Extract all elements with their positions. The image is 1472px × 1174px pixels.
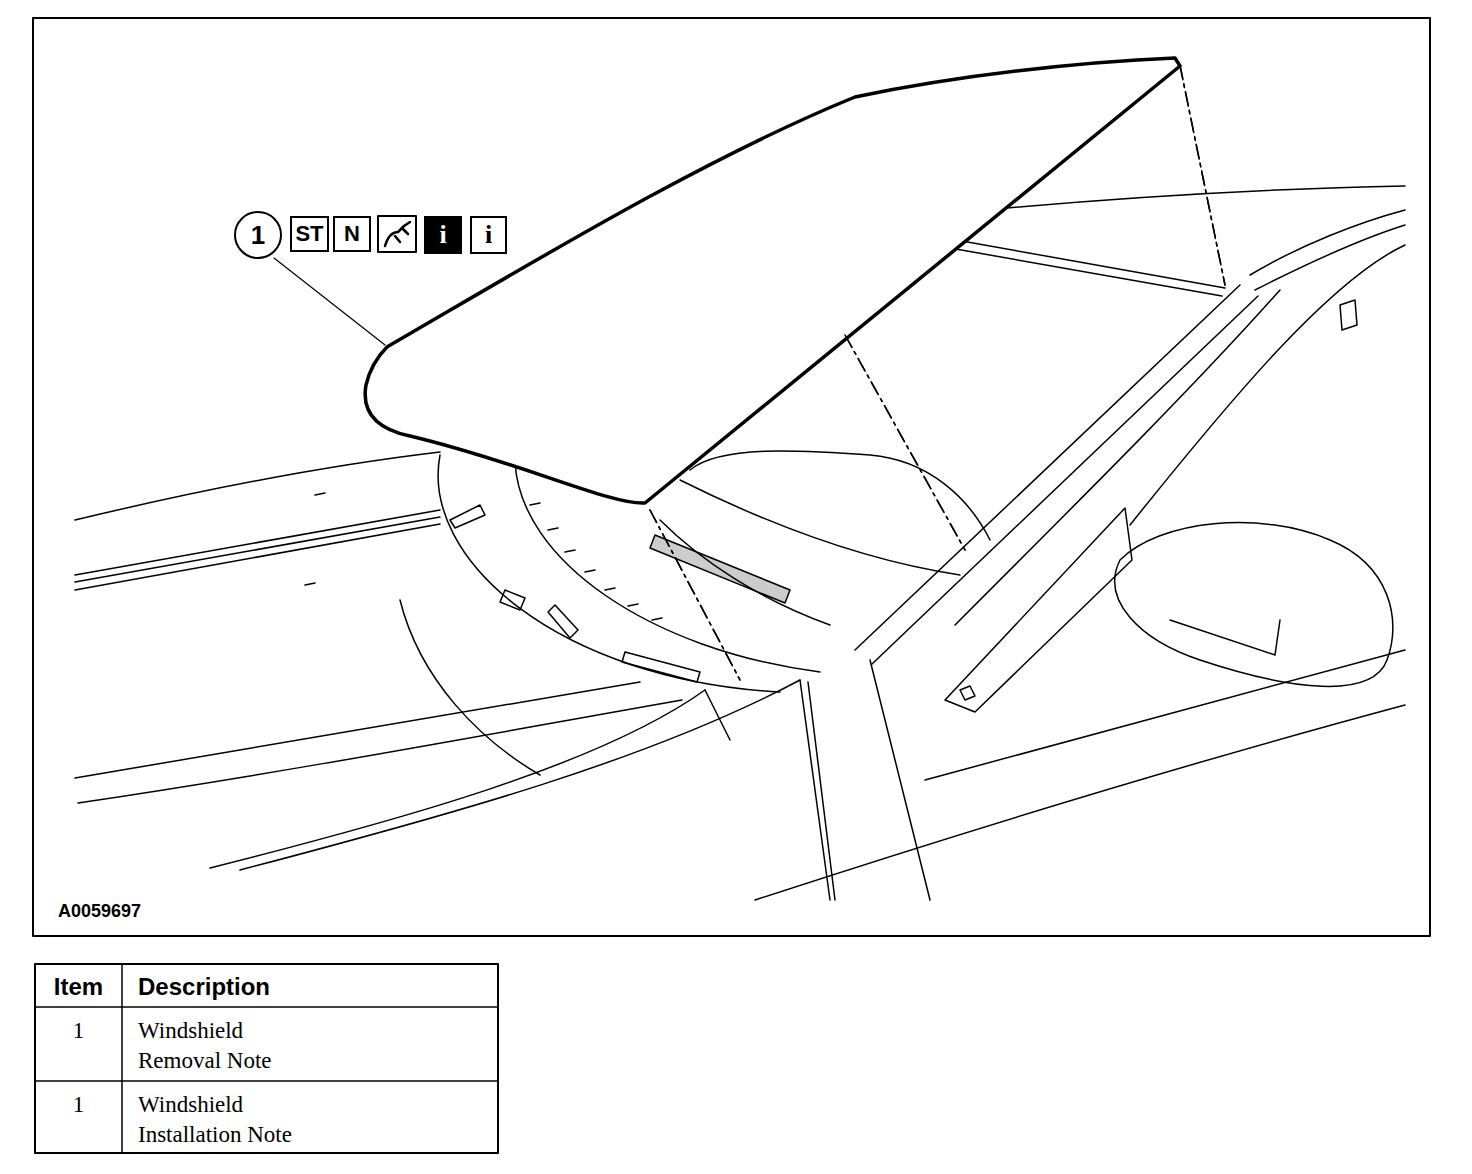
- cowl-seal: [660, 520, 830, 625]
- table-cell: 1: [35, 1016, 122, 1046]
- icon-text: N: [344, 221, 360, 247]
- table-header: Description: [138, 972, 270, 1002]
- table-frame: [35, 964, 498, 1153]
- new-part-icon: N: [333, 216, 371, 252]
- cowl-slots: [450, 505, 700, 682]
- roof-line: [985, 186, 1405, 210]
- mirror-detail: [1170, 620, 1280, 655]
- sealant-gun-icon: [385, 222, 410, 246]
- fender-line: [210, 680, 800, 870]
- alignment-line: [650, 66, 1225, 680]
- hood-side: [75, 682, 682, 803]
- cowl-holes: [530, 503, 662, 620]
- table-cell: Windshield Installation Note: [138, 1090, 313, 1150]
- roof-rail: [1250, 210, 1405, 290]
- fender-arc: [400, 600, 540, 775]
- hood-edge: [75, 452, 440, 520]
- figure-id: A0059697: [58, 896, 141, 926]
- roof-header: [945, 238, 1225, 296]
- mirror-base: [945, 508, 1132, 712]
- door-gap: [705, 660, 930, 900]
- hood-trim: [75, 510, 440, 590]
- table-rule: [35, 964, 498, 1153]
- a-pillar: [855, 285, 1280, 664]
- leader-line: [274, 258, 385, 345]
- cowl-inner: [515, 462, 820, 672]
- body-side: [755, 650, 1405, 900]
- figure-frame: [33, 18, 1430, 936]
- table-header: Item: [35, 972, 122, 1002]
- door-clip: [1340, 300, 1357, 330]
- table-cell: 1: [35, 1090, 122, 1120]
- door-frame: [1130, 245, 1405, 525]
- info-icon: i: [470, 216, 507, 254]
- info-icon: i: [424, 216, 462, 254]
- windshield-glass: [365, 58, 1180, 503]
- dashboard: [680, 451, 990, 575]
- icon-text: i: [485, 220, 492, 250]
- icon-text: ST: [295, 221, 323, 247]
- hood-holes: [305, 493, 325, 585]
- special-tool-icon: ST: [290, 216, 329, 252]
- table-cell: Windshield Removal Note: [138, 1016, 313, 1076]
- icon-text: i: [439, 220, 446, 250]
- callout-number: 1: [234, 211, 282, 259]
- mirror-housing: [1115, 523, 1393, 687]
- icon-box: [378, 216, 416, 252]
- icon-text: 1: [251, 220, 265, 251]
